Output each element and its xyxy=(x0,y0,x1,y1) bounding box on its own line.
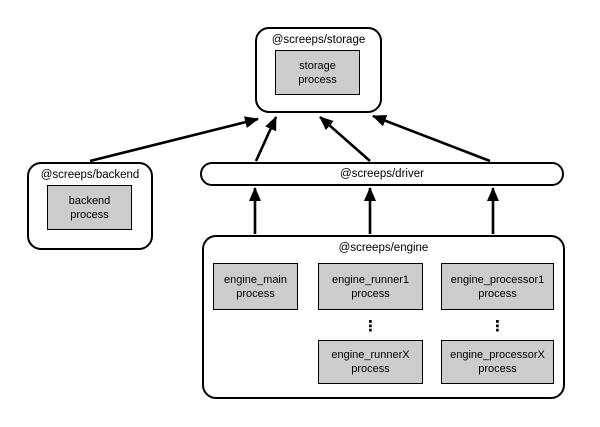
storage-node: @screeps/storage storage process xyxy=(255,27,382,113)
backend-process-box: backend process xyxy=(47,185,132,230)
arrow-backend-to-storage xyxy=(89,116,259,163)
engine-runner1-process-box: engine_runner1 process xyxy=(318,263,423,310)
engine-node-title: @screeps/engine xyxy=(338,242,429,254)
arrow-driver-to-storage-left xyxy=(254,116,278,162)
engine-main-process-box: engine_main process xyxy=(213,263,298,310)
engine-runnerX-process-box: engine_runnerX process xyxy=(318,340,423,384)
engine-processor1-process-box: engine_processor1 process xyxy=(441,263,554,310)
processor-ellipsis: ⋮ xyxy=(490,316,505,335)
runner-ellipsis: ⋮ xyxy=(363,316,378,335)
backend-node: @screeps/backend backend process xyxy=(27,162,153,250)
driver-node-title: @screeps/driver xyxy=(340,168,424,180)
engine-node: @screeps/engine engine_main process engi… xyxy=(202,235,565,399)
backend-node-title: @screeps/backend xyxy=(40,169,140,181)
storage-node-title: @screeps/storage xyxy=(271,34,366,46)
arrow-driver-to-storage-right xyxy=(372,114,491,163)
storage-process-box: storage process xyxy=(275,50,360,95)
engine-processorX-process-box: engine_processorX process xyxy=(441,340,554,384)
arrow-driver-to-storage-middle xyxy=(319,116,371,162)
driver-node: @screeps/driver xyxy=(200,162,564,186)
